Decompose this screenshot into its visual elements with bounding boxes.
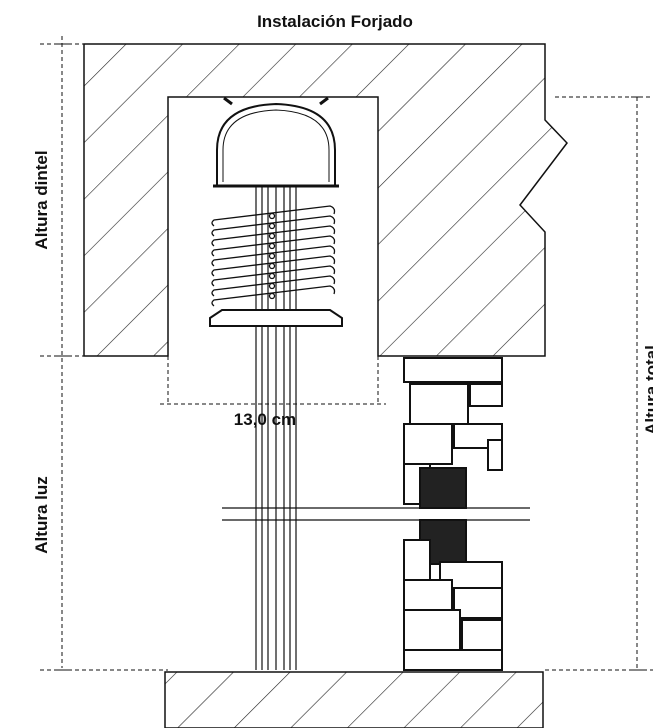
coil-slat-hinge xyxy=(268,232,276,240)
guide-rails xyxy=(255,186,297,670)
coil-slat-hinge xyxy=(268,222,276,230)
coil-slat-hinge xyxy=(268,252,276,260)
coil-slat-hinge xyxy=(268,212,276,220)
rolled-slats xyxy=(211,205,336,307)
coil-slat-hinge xyxy=(268,242,276,250)
coil-slat-hinge xyxy=(268,292,276,300)
box-bottom-tray xyxy=(209,309,343,327)
right-dimension-ticks xyxy=(631,96,643,671)
coil-slat-hinge xyxy=(268,272,276,280)
lintel-height-label: Altura dintel xyxy=(32,150,51,249)
coil-slat-hinge xyxy=(268,262,276,270)
coil-slat-hinge xyxy=(268,282,276,290)
section-cut-lines xyxy=(222,507,530,521)
coil-slat xyxy=(211,285,336,307)
total-height-label: Altura total xyxy=(642,345,653,435)
opening-height-label: Altura luz xyxy=(32,476,51,553)
box-width-label: 13,0 cm xyxy=(234,410,296,429)
shutter-box xyxy=(213,96,339,188)
box-width-dimension xyxy=(160,356,386,405)
floor-slab xyxy=(164,671,544,728)
right-dimension-lines xyxy=(545,96,653,671)
left-dimension-ticks xyxy=(56,43,68,671)
window-profile-upper xyxy=(403,357,503,509)
diagram-title: Instalación Forjado xyxy=(257,12,413,31)
window-profile-lower xyxy=(403,519,503,671)
